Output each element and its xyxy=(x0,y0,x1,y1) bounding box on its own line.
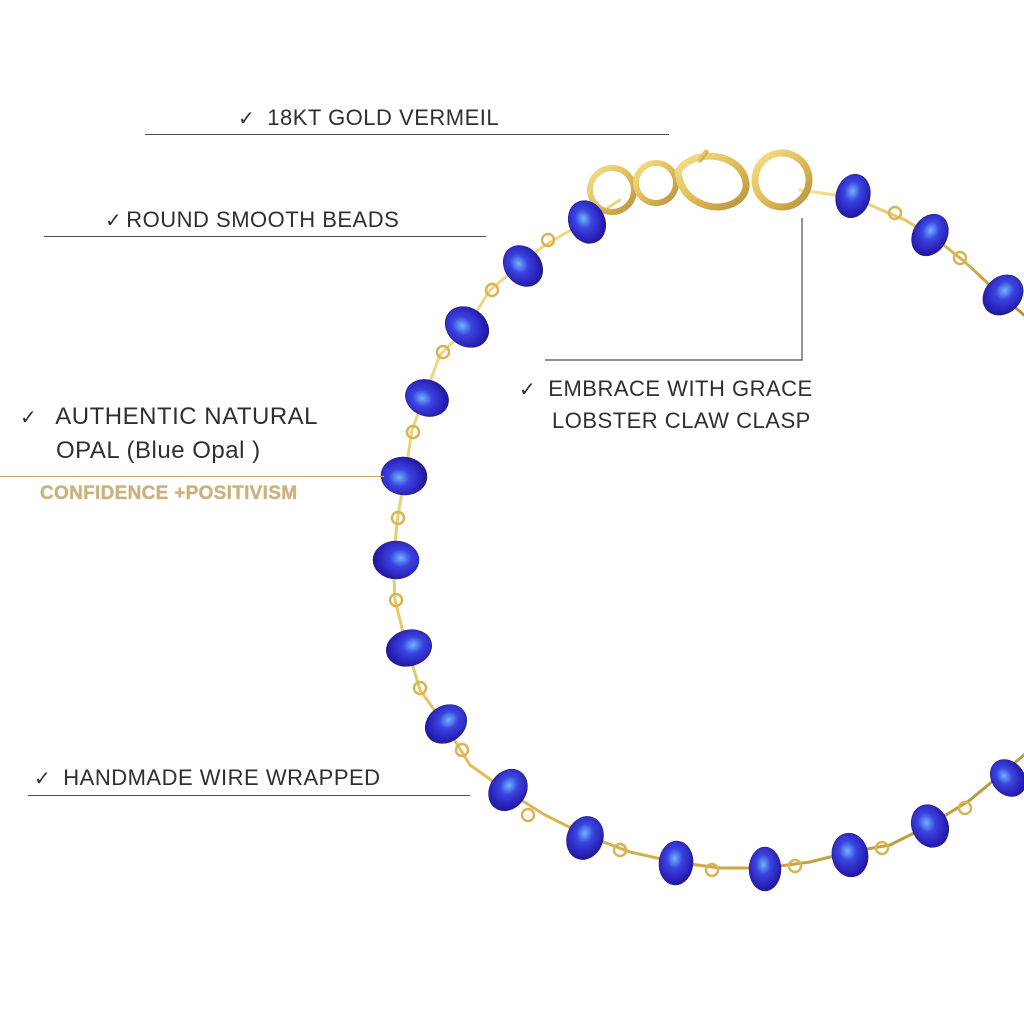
feature-wire: ✓ HANDMADE WIRE WRAPPED xyxy=(34,764,381,793)
tagline: CONFIDENCE +POSITIVISM xyxy=(40,483,298,504)
opal-beads xyxy=(372,174,1024,892)
feature-wire-text: HANDMADE WIRE WRAPPED xyxy=(63,765,381,790)
wire-wraps xyxy=(388,205,973,878)
stone-underline xyxy=(0,476,384,477)
feature-beads-text: ROUND SMOOTH BEADS xyxy=(126,207,400,232)
feature-clasp-line2: LOBSTER CLAW CLASP xyxy=(552,408,811,433)
lobster-clasp xyxy=(587,149,813,215)
feature-clasp: ✓ EMBRACE WITH GRACE xyxy=(519,375,813,404)
feature-vermeil: ✓ 18KT GOLD VERMEIL xyxy=(238,104,499,133)
check-icon: ✓ xyxy=(105,210,123,232)
check-icon: ✓ xyxy=(238,108,256,130)
feature-beads: ✓ROUND SMOOTH BEADS xyxy=(105,206,399,235)
feature-stone-line1: AUTHENTIC NATURAL xyxy=(55,403,319,430)
feature-stone-line2: OPAL (Blue Opal ) xyxy=(56,437,261,464)
wire-underline xyxy=(28,795,470,796)
feature-vermeil-text: 18KT GOLD VERMEIL xyxy=(267,105,500,130)
feature-stone: ✓ AUTHENTIC NATURAL xyxy=(20,403,318,432)
vermeil-underline xyxy=(145,134,669,135)
check-icon: ✓ xyxy=(519,379,537,401)
beads-underline xyxy=(44,236,486,237)
check-icon: ✓ xyxy=(20,407,38,429)
bracelet-chain xyxy=(391,188,1024,870)
clasp-pointer-line xyxy=(545,218,803,361)
check-icon: ✓ xyxy=(34,768,52,790)
feature-clasp-line1: EMBRACE WITH GRACE xyxy=(548,376,813,401)
